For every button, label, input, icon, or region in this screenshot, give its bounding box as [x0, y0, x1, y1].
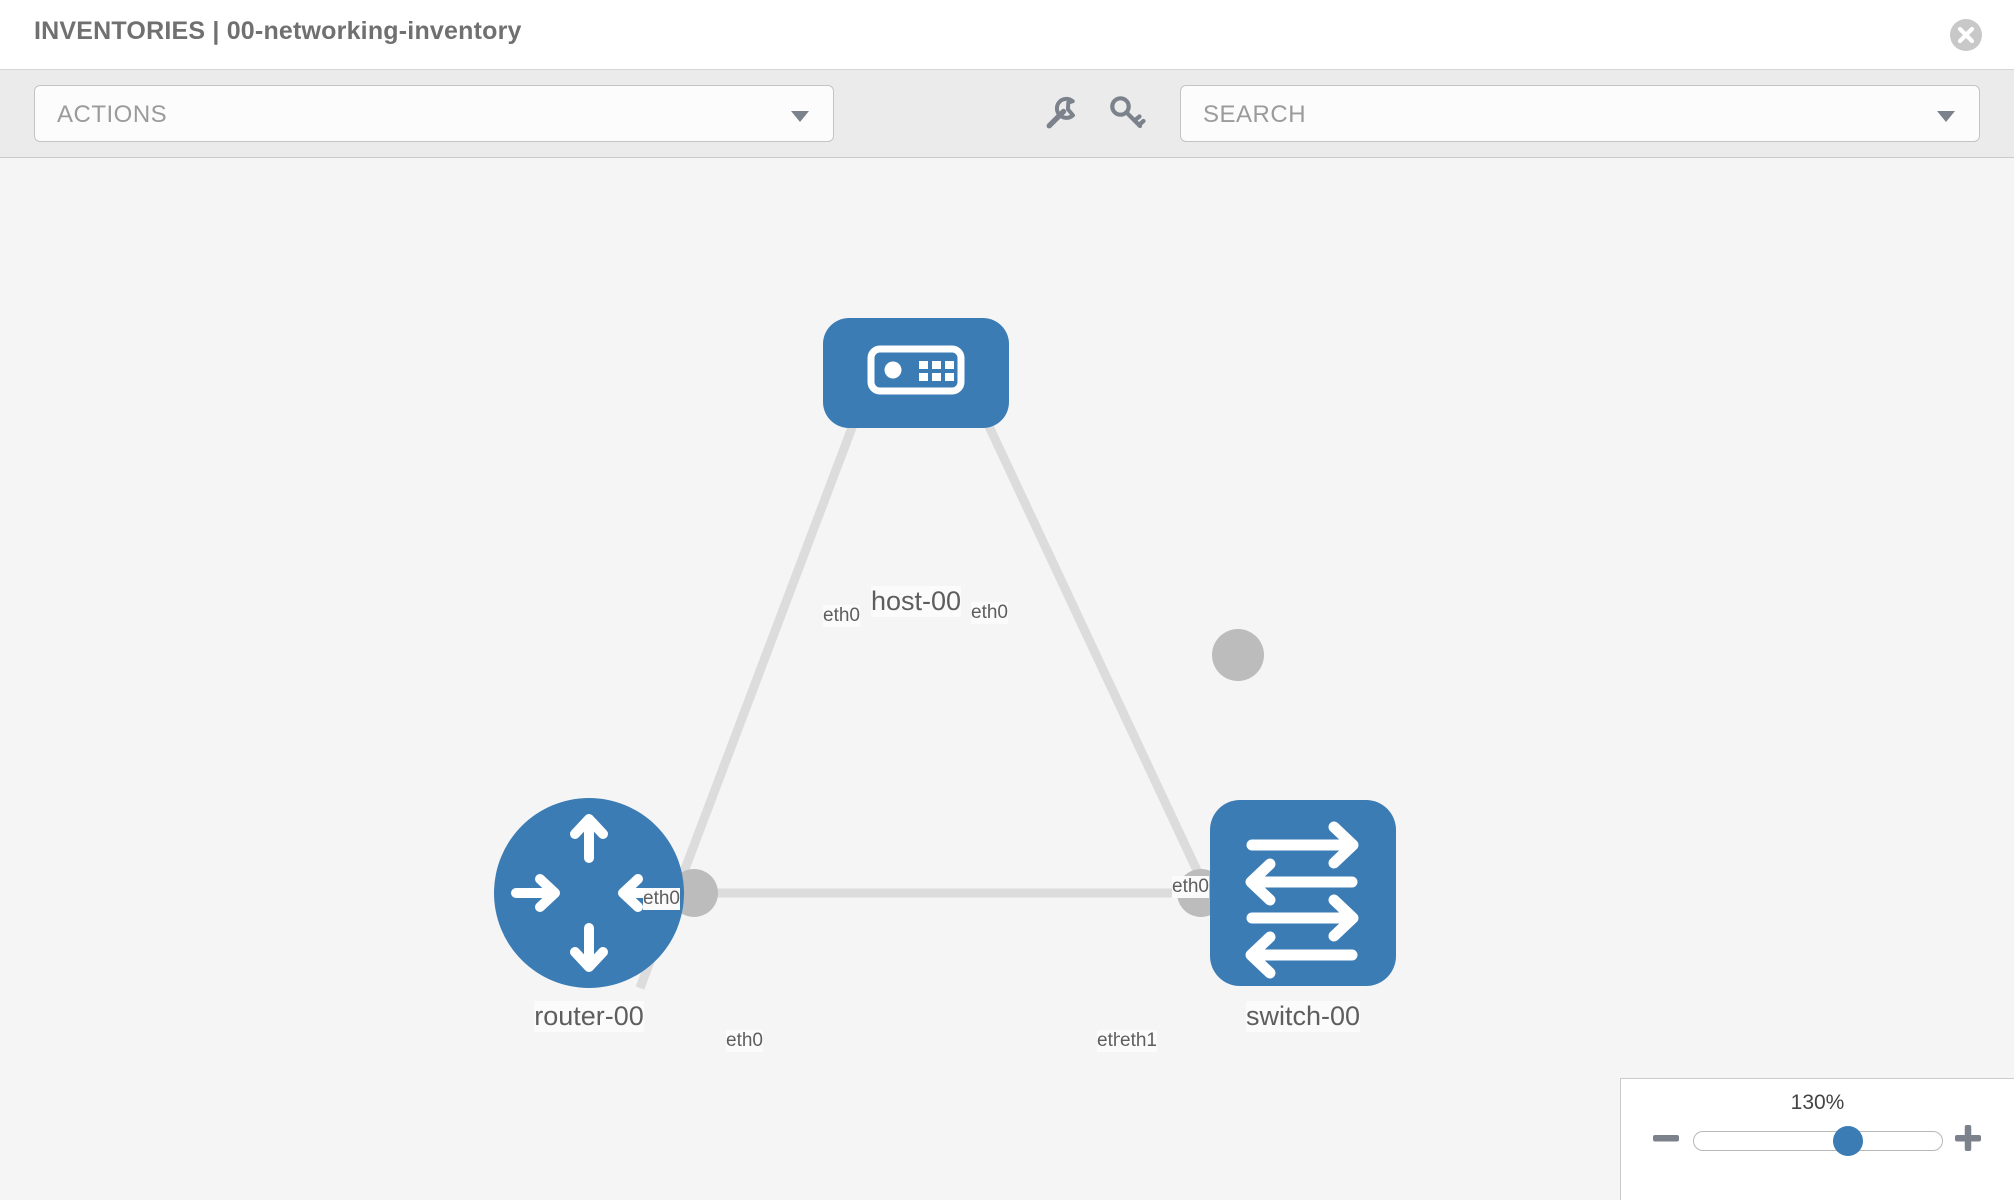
zoom-slider[interactable] [1693, 1126, 1943, 1156]
search-placeholder: SEARCH [1203, 101, 1307, 128]
topology-links [635, 341, 1243, 990]
connector-nub [1212, 629, 1264, 681]
close-icon[interactable] [1948, 17, 1984, 53]
zoom-control-panel: 130% [1620, 1078, 2014, 1200]
chevron-down-icon[interactable] [1937, 111, 1955, 122]
node-label-host-00: host-00 [870, 586, 962, 617]
key-icon[interactable] [1104, 90, 1150, 136]
topology-node-router-00 [494, 798, 684, 988]
search-input[interactable]: SEARCH [1180, 85, 1980, 142]
topology-node-host-00 [823, 318, 1009, 428]
edge-label-iface: eth0 [726, 1030, 763, 1052]
router-arrows-icon [511, 814, 667, 972]
topology-graph [494, 318, 1396, 990]
actions-dropdown-label: ACTIONS [57, 101, 168, 128]
page-header: INVENTORIES | 00-networking-inventory [0, 0, 2014, 70]
edge-label-iface: eth0 [643, 888, 680, 910]
edge-label-iface: eth1 [1120, 1030, 1157, 1052]
zoom-slider-thumb[interactable] [1832, 1126, 1863, 1156]
edge-label-iface: eth0 [1172, 876, 1209, 898]
actions-dropdown[interactable]: ACTIONS [34, 85, 834, 142]
zoom-in-button[interactable] [1951, 1121, 1985, 1155]
edge-label-iface: eth0 [971, 602, 1008, 624]
edge-label-iface: eth0 [823, 605, 860, 627]
topology-node-switch-00 [1210, 800, 1396, 986]
node-label-router-00: router-00 [534, 1001, 644, 1032]
zoom-level-label: 130% [1790, 1091, 1845, 1114]
server-icon [867, 345, 965, 395]
switch-arrows-icon [1245, 821, 1359, 979]
topology-canvas[interactable]: host-00 router-00 switch-00 eth0 eth0 et… [0, 158, 2014, 1200]
chevron-down-icon [791, 111, 809, 122]
node-label-switch-00: switch-00 [1245, 1001, 1361, 1032]
link-host00-switch00 [945, 341, 1243, 960]
page-title: INVENTORIES | 00-networking-inventory [34, 17, 522, 45]
zoom-out-button[interactable] [1649, 1121, 1683, 1155]
wrench-icon[interactable] [1038, 90, 1084, 136]
